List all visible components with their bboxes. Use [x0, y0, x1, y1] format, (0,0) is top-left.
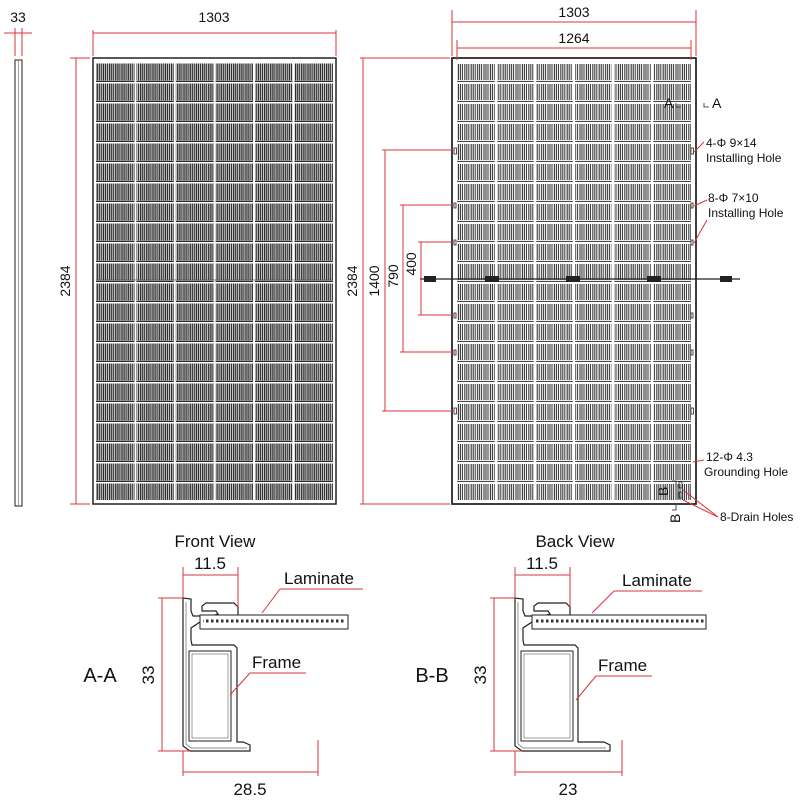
- callout-grounding-hole-line2: Grounding Hole: [704, 465, 788, 479]
- callout-grounding-hole: 12-Φ 4.3 Grounding Hole: [692, 450, 788, 479]
- back-inner-width-label: 1264: [558, 30, 589, 46]
- section-aa-height-dim: 33: [139, 666, 158, 685]
- front-height-label: 2384: [57, 265, 73, 296]
- callout-drain-holes-label: 8-Drain Holes: [720, 510, 793, 524]
- section-b-label: B: [667, 514, 683, 523]
- section-aa-laminate-label: Laminate: [284, 569, 354, 588]
- section-a-label: A: [712, 95, 722, 111]
- front-cell-column-gaps: [134, 62, 295, 500]
- section-aa-top-dim: 11.5: [194, 554, 226, 573]
- back-panel: 1303 1264 2384 1400 790 400 A A B B: [344, 4, 793, 524]
- section-aa-view-title: Front View: [175, 532, 257, 551]
- front-panel: 1303 2384: [57, 9, 337, 505]
- callout-installing-hole-small-line2: Installing Hole: [708, 206, 784, 220]
- section-aa-bottom-dim: 28.5: [233, 780, 266, 799]
- callout-installing-hole-small: 8-Φ 7×10 Installing Hole: [693, 191, 784, 244]
- section-bb-top-dim: 11.5: [526, 554, 558, 573]
- callout-installing-hole-large-line2: Installing Hole: [706, 151, 782, 165]
- section-bb-bottom-dim: 23: [559, 780, 578, 799]
- connector-left: [424, 276, 436, 282]
- back-height-label: 2384: [344, 265, 360, 296]
- front-width-label: 1303: [198, 9, 229, 25]
- dimension-400-label: 400: [403, 252, 419, 276]
- side-thickness-label: 33: [10, 9, 26, 25]
- side-view: 33: [4, 9, 32, 507]
- section-a-marker: A: [664, 95, 674, 111]
- callout-drain-holes: 8-Drain Holes: [682, 489, 793, 524]
- section-bb-label: B-B: [415, 665, 448, 687]
- dimension-1400-label: 1400: [366, 265, 382, 296]
- junction-box-3: [647, 276, 661, 282]
- callout-grounding-hole-line1: 12-Φ 4.3: [706, 450, 753, 464]
- callout-installing-hole-small-line1: 8-Φ 7×10: [708, 191, 759, 205]
- section-bb-frame-label: Frame: [598, 656, 647, 675]
- section-bb-laminate: [535, 619, 704, 625]
- section-bb-height-dim: 33: [471, 666, 490, 685]
- callout-installing-hole-large: 4-Φ 9×14 Installing Hole: [693, 136, 782, 165]
- junction-box-1: [485, 276, 499, 282]
- back-width-label: 1303: [558, 4, 589, 20]
- section-aa: Front View A-A 11.5 33 28.5 Laminate Fra…: [83, 532, 363, 799]
- section-b-marker: B: [655, 487, 671, 496]
- section-bb-laminate-label: Laminate: [622, 571, 692, 590]
- connector-right: [720, 276, 732, 282]
- junction-box-2: [566, 276, 580, 282]
- dimension-790-label: 790: [385, 264, 401, 288]
- section-aa-label: A-A: [83, 665, 117, 687]
- section-bb: Back View B-B 11.5 33 23 Laminate Frame: [415, 532, 707, 799]
- section-aa-laminate: [203, 619, 346, 625]
- section-bb-view-title: Back View: [535, 532, 615, 551]
- callout-installing-hole-large-line1: 4-Φ 9×14: [706, 136, 757, 150]
- section-aa-frame-label: Frame: [252, 653, 301, 672]
